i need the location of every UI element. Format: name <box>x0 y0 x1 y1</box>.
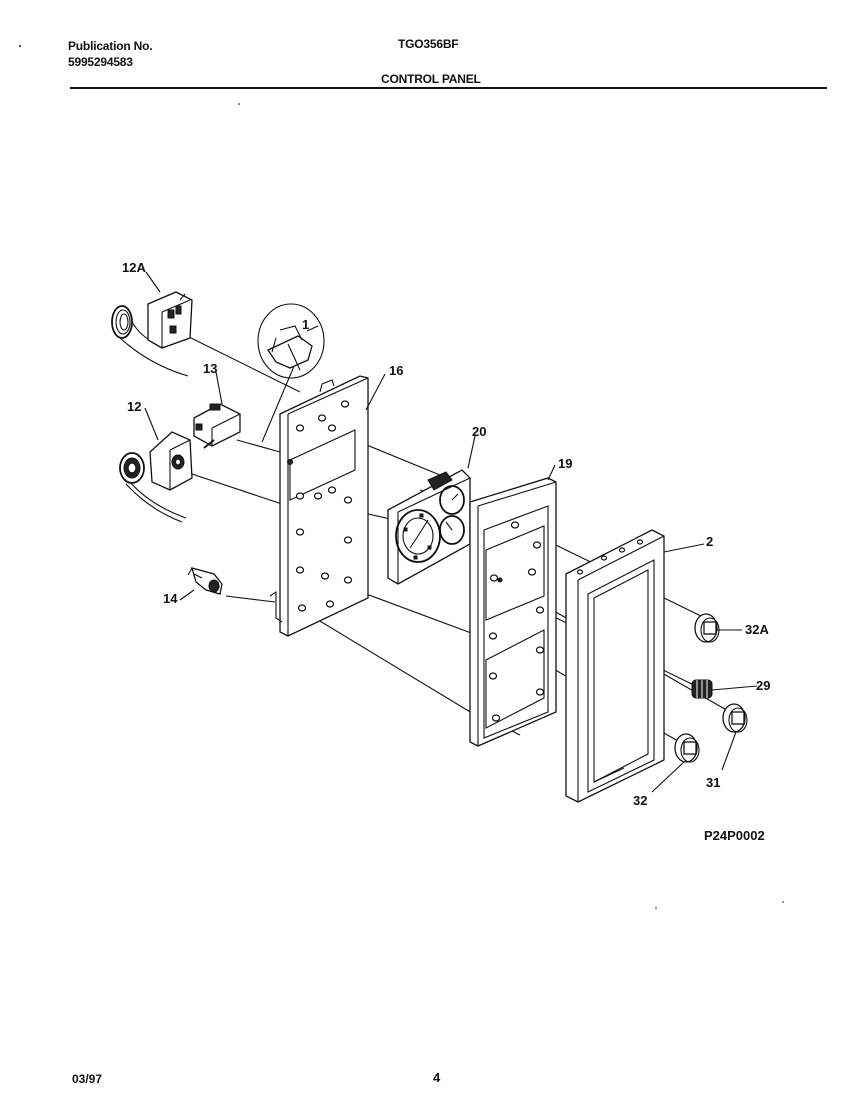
part-1-clip-detail <box>257 303 325 379</box>
callout-2: 2 <box>706 534 713 549</box>
callout-31: 31 <box>706 775 720 790</box>
publication-number: 5995294583 <box>68 55 133 69</box>
header-rule <box>70 87 827 89</box>
model-number: TGO356BF <box>398 37 459 51</box>
callout-19: 19 <box>558 456 572 471</box>
callout-29: 29 <box>756 678 770 693</box>
section-title: CONTROL PANEL <box>381 72 481 86</box>
part-20-clock-timer <box>387 469 471 585</box>
callout-16: 16 <box>389 363 403 378</box>
part-13-switch <box>193 403 241 449</box>
part-29-spring <box>691 679 713 699</box>
part-32-knob <box>674 733 700 763</box>
callout-32a: 32A <box>745 622 769 637</box>
callout-20: 20 <box>472 424 486 439</box>
part-32a-knob <box>694 613 720 643</box>
publication-label: Publication No. <box>68 39 153 53</box>
callout-32: 32 <box>633 793 647 808</box>
part-14-fitting <box>187 567 223 595</box>
diagram-code: P24P0002 <box>704 828 765 843</box>
callout-12a: 12A <box>122 260 146 275</box>
callout-14: 14 <box>163 591 178 606</box>
footer-date: 03/97 <box>72 1072 103 1086</box>
part-19-overlay <box>469 477 557 747</box>
callout-leaders <box>144 271 758 793</box>
callout-labels: 12A 1 13 16 12 20 19 2 14 32A 29 31 32 <box>122 260 770 808</box>
callout-1: 1 <box>302 317 309 332</box>
part-16-panel-bracket <box>269 375 369 637</box>
callout-13: 13 <box>203 361 217 376</box>
scan-specks <box>19 45 784 909</box>
part-12-thermostat <box>119 431 193 523</box>
part-2-frame <box>565 529 665 803</box>
part-12a-thermostat <box>111 291 193 377</box>
callout-12: 12 <box>127 399 141 414</box>
part-31-knob <box>722 703 748 733</box>
page-number: 4 <box>433 1070 441 1085</box>
